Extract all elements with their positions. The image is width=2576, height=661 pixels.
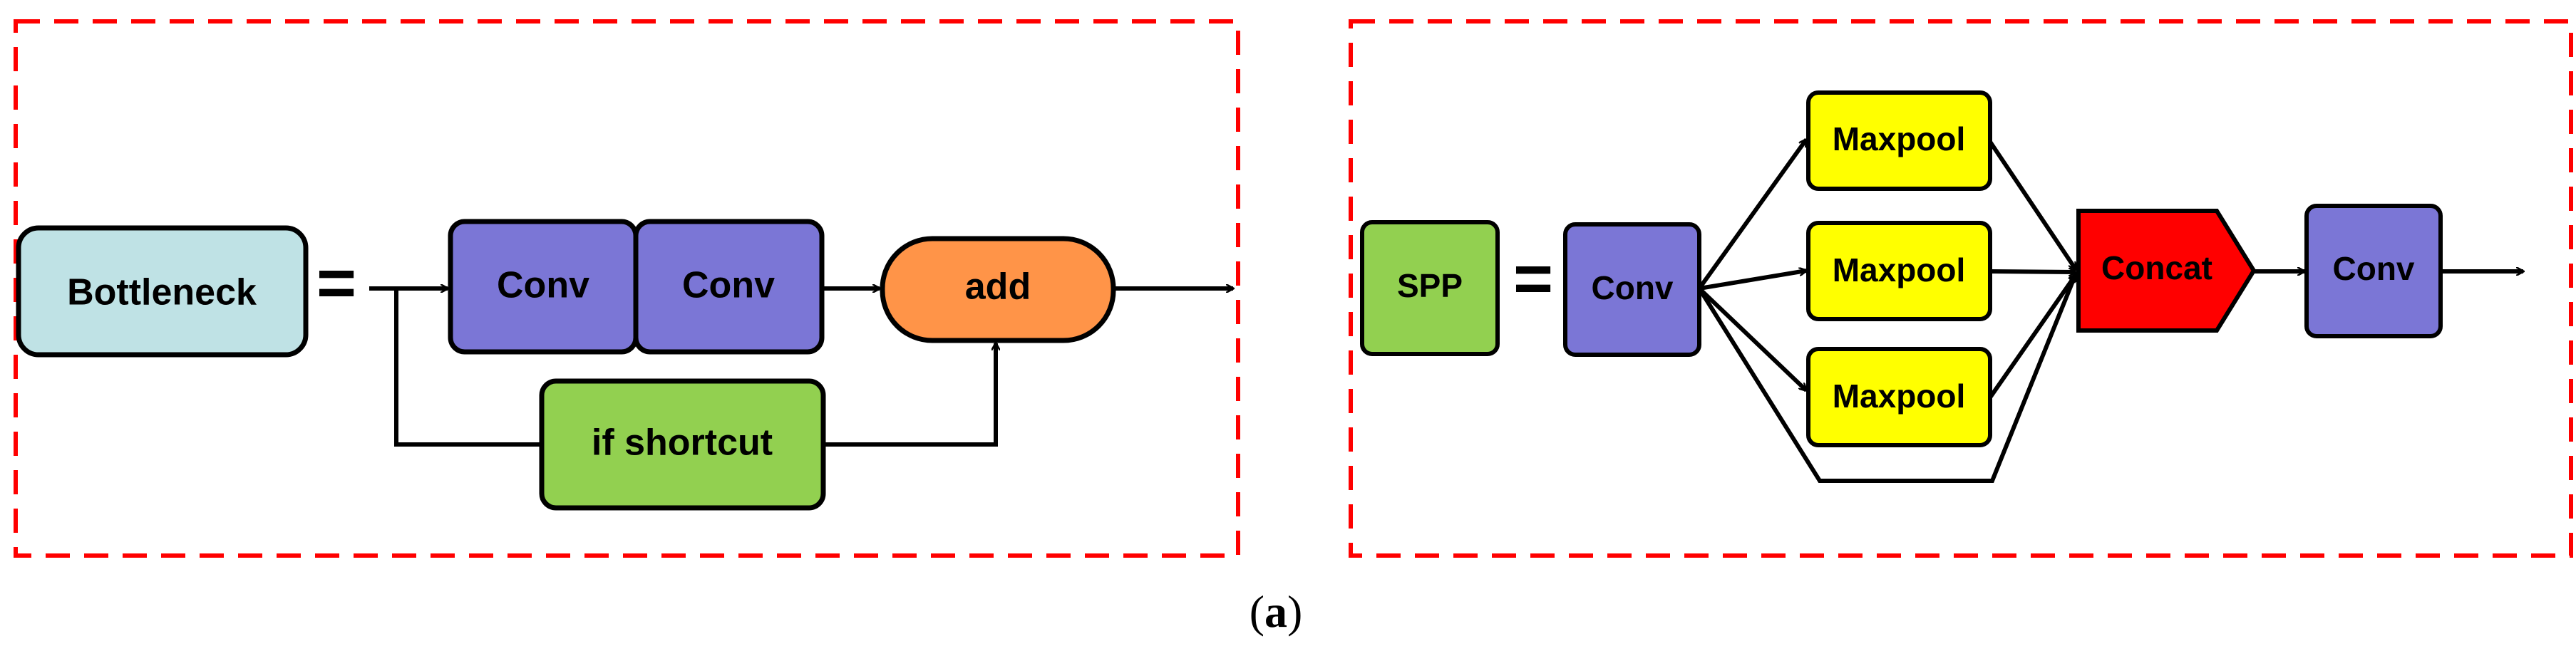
- bottleneck-equals: =: [316, 244, 356, 321]
- shortcut-path-left: [394, 288, 542, 447]
- maxpool-box-2: Maxpool: [1806, 221, 1992, 321]
- spp-box: SPP: [1360, 220, 1500, 356]
- caption-close-paren: ): [1287, 586, 1302, 637]
- spp-panel: SPP = Conv Maxpool Maxpool Maxpool: [1349, 19, 2573, 558]
- shortcut-box: if shortcut: [539, 378, 826, 511]
- arrow-to-maxpool-3: [1697, 286, 1806, 390]
- add-label: add: [965, 266, 1031, 308]
- spp-conv-out-box: Conv: [2304, 204, 2443, 338]
- shortcut-label: if shortcut: [592, 422, 773, 464]
- spp-conv-out-label: Conv: [2333, 250, 2415, 287]
- add-box: add: [880, 236, 1116, 343]
- concat-box: Concat: [2076, 209, 2257, 333]
- spp-bypass-line: [1697, 274, 2076, 483]
- arrow-to-maxpool-2: [1699, 271, 1806, 291]
- maxpool-box-1: Maxpool: [1806, 90, 1992, 191]
- spp-conv-in-label: Conv: [1592, 269, 1674, 306]
- spp-conv-in-box: Conv: [1563, 222, 1701, 357]
- spp-equals: =: [1513, 240, 1553, 316]
- figure-caption: (a): [1250, 586, 1303, 637]
- maxpool-1-to-concat: [1988, 140, 2078, 269]
- arrow-to-maxpool-1: [1697, 140, 1808, 290]
- conv-1-label: Conv: [497, 265, 589, 306]
- bottleneck-label: Bottleneck: [67, 272, 257, 313]
- concat-label: Concat: [2101, 249, 2212, 286]
- bottleneck-box: Bottleneck: [16, 225, 309, 358]
- conv-2-label: Conv: [682, 265, 775, 306]
- bottleneck-panel: Bottleneck = Conv Conv add: [14, 19, 1240, 558]
- maxpool-2-to-concat: [1989, 271, 2076, 272]
- maxpool-box-3: Maxpool: [1806, 347, 1992, 447]
- maxpool-3-label: Maxpool: [1833, 378, 1966, 415]
- maxpool-1-label: Maxpool: [1833, 120, 1966, 157]
- spp-label: SPP: [1397, 267, 1463, 304]
- shortcut-path-right: [823, 343, 996, 447]
- maxpool-2-label: Maxpool: [1833, 251, 1966, 288]
- caption-open-paren: (: [1250, 586, 1264, 637]
- caption-letter: a: [1264, 586, 1287, 637]
- conv-box-2: Conv: [633, 219, 825, 355]
- conv-box-1: Conv: [448, 219, 639, 355]
- maxpool-3-to-concat: [1988, 275, 2078, 399]
- spp-panel-frame: [1349, 19, 2573, 558]
- bottleneck-panel-frame: [14, 19, 1240, 558]
